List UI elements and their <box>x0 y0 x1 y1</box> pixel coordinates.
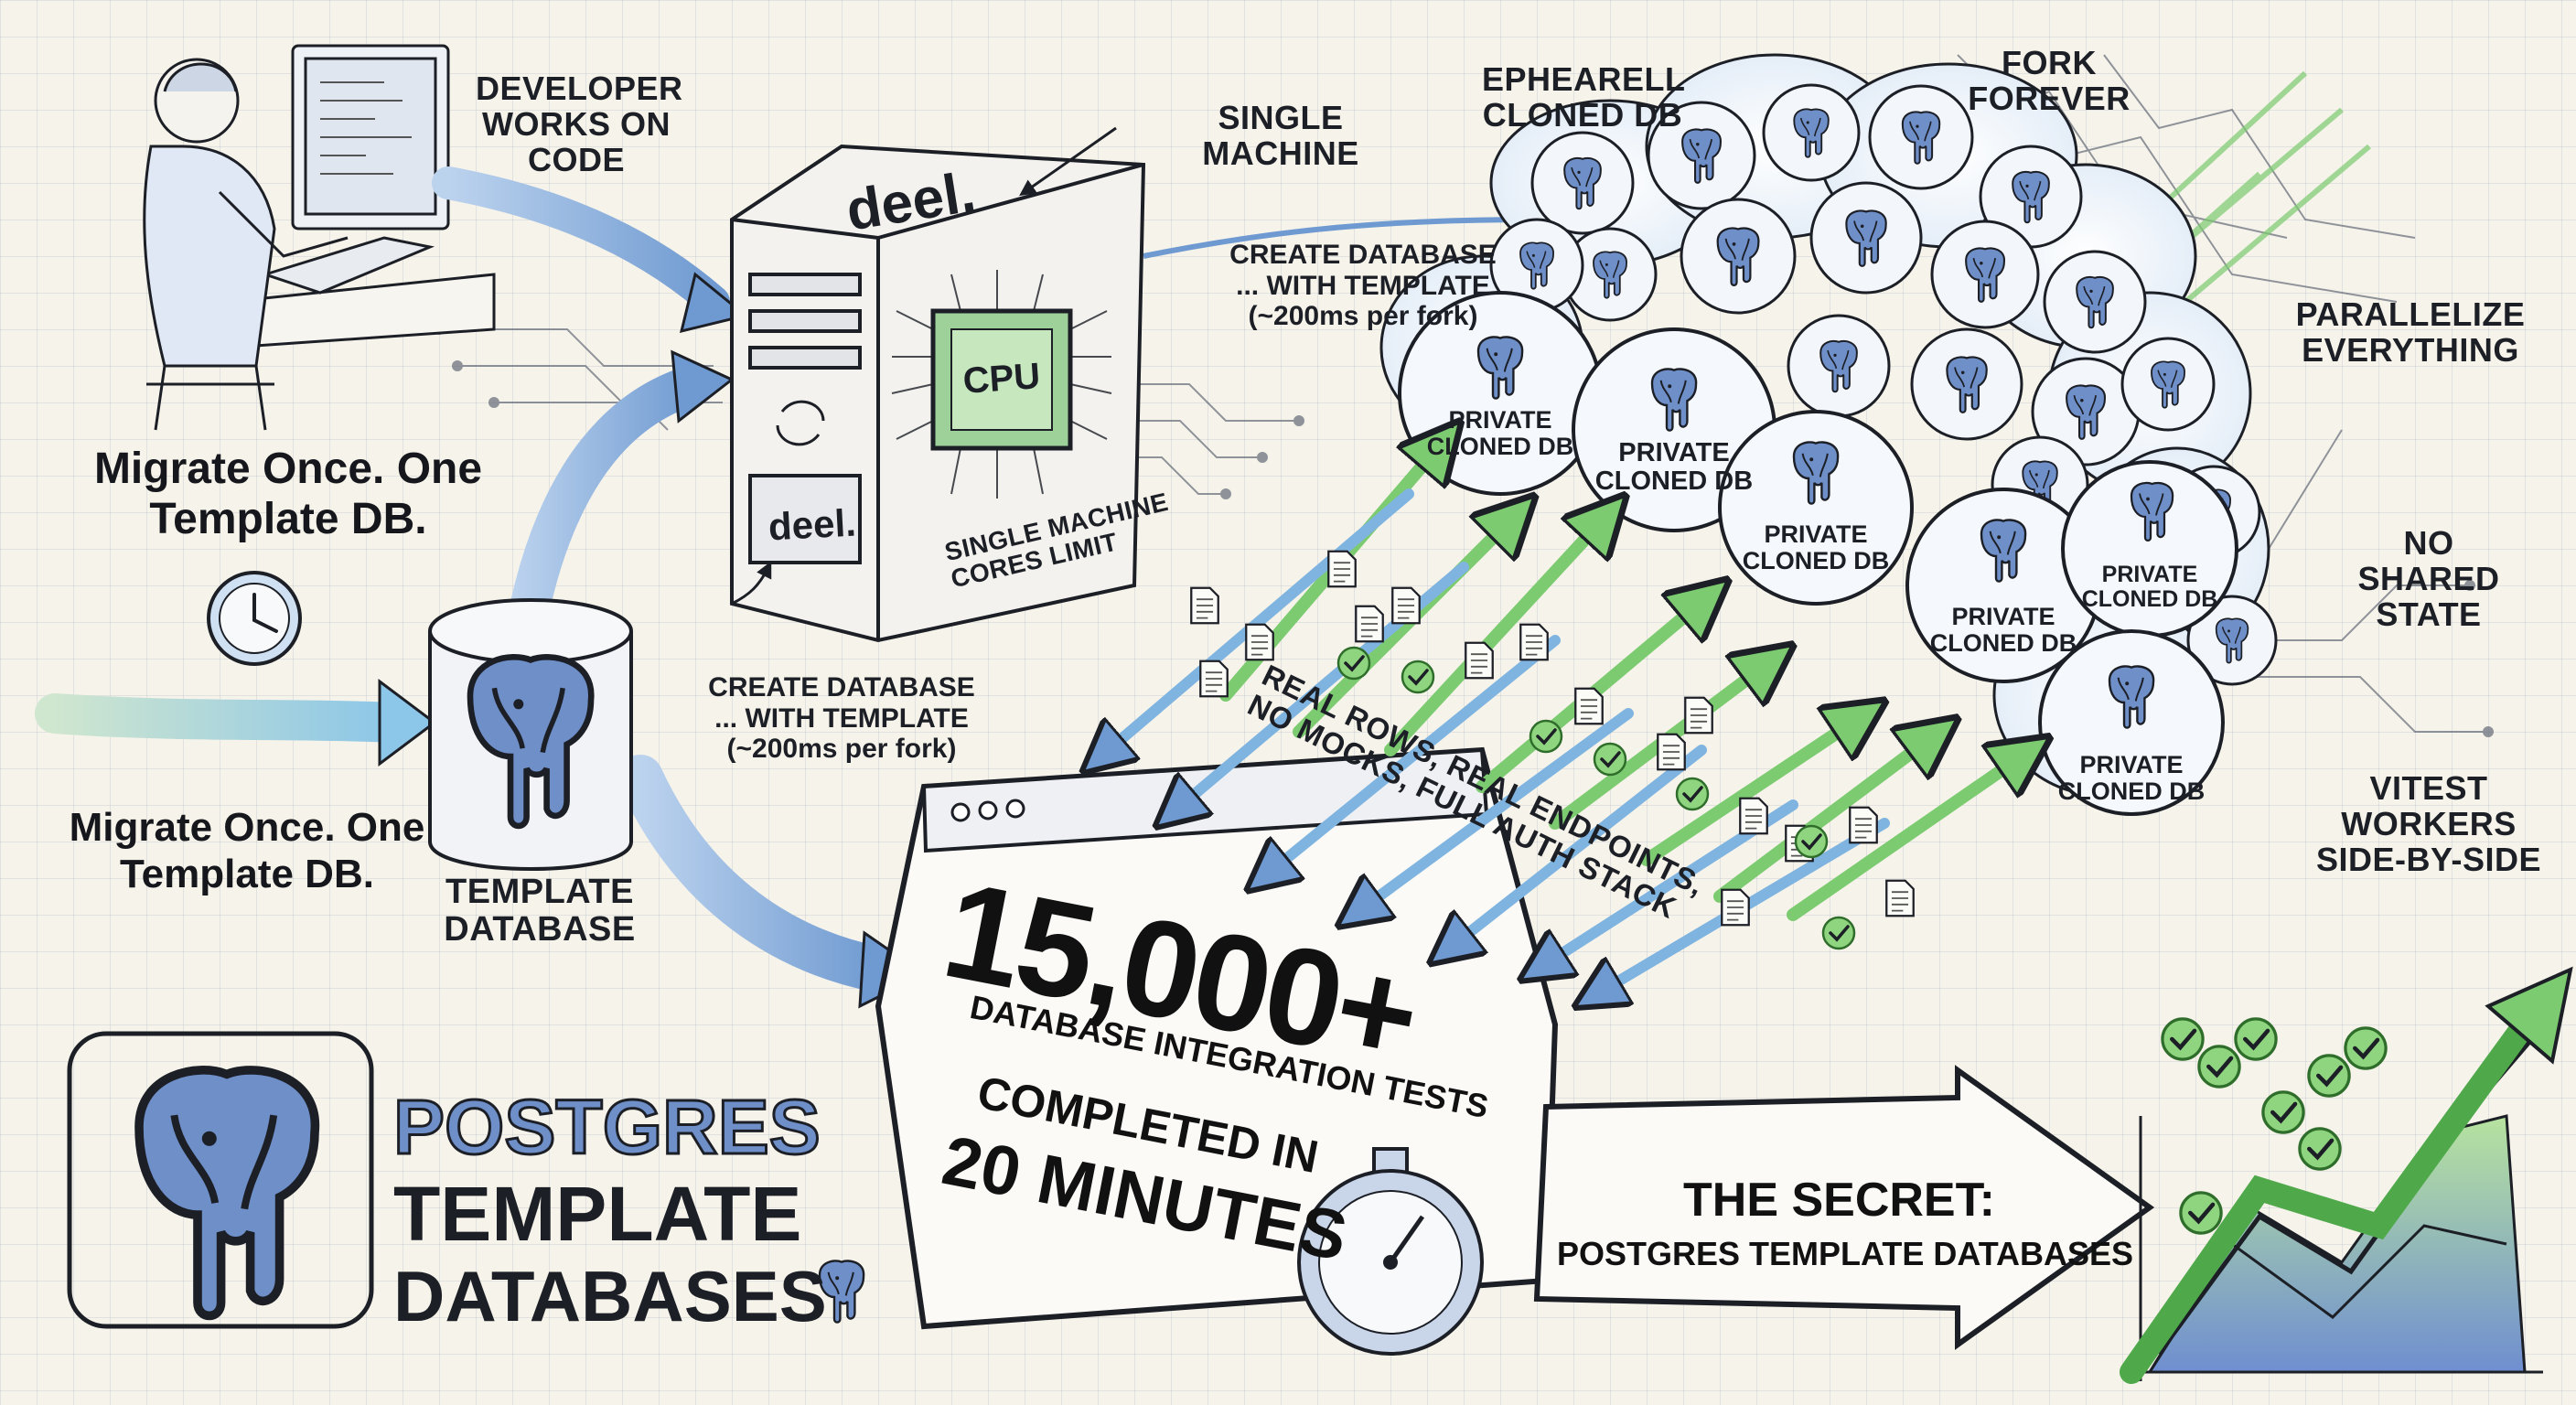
fork-arrow-up <box>1384 512 1610 756</box>
doc-icon <box>1885 879 1915 917</box>
doc-icon <box>1391 586 1421 625</box>
doc-icon <box>1574 687 1604 725</box>
private-db-label: PRIVATE CLONED DB <box>1742 520 1890 575</box>
developer-label: DEVELOPER WORKS ON CODE <box>476 70 683 178</box>
pointer-arrow <box>731 561 772 606</box>
doc-icon <box>1657 733 1686 771</box>
parallelize-label: PARALLELIZE EVERYTHING <box>2295 295 2526 369</box>
secret-title: THE SECRET: <box>1683 1174 1995 1227</box>
private-db-label: PRIVATE CLONED DB <box>2081 562 2218 612</box>
doc-icon <box>1190 586 1219 625</box>
fork-arrow-down <box>1445 745 1707 951</box>
check-icon <box>1675 777 1710 811</box>
elephant-bubbles <box>1489 83 2278 686</box>
cpu-chip-label: CPU <box>961 356 1042 402</box>
migrate-once-lower: Migrate Once. One Template DB. <box>69 805 425 896</box>
doc-icon <box>1684 696 1713 735</box>
no-shared-state-label: NO SHARED STATE <box>2357 524 2500 633</box>
private-db-bubbles <box>1398 291 2238 816</box>
fork-forever-label: FORK FOREVER <box>1968 44 2131 117</box>
doc-icon <box>1739 797 1768 835</box>
fork-arrow-up <box>1787 750 2031 921</box>
check-icon <box>1401 660 1435 694</box>
doc-icon <box>1245 623 1274 661</box>
growth-chart <box>2120 966 2573 1384</box>
check-icon <box>1794 824 1829 859</box>
template-database-label: TEMPLATE DATABASE <box>444 873 636 949</box>
check-icon <box>1529 719 1563 754</box>
pointer-arrow <box>1019 126 1117 197</box>
doc-icon <box>1199 660 1229 698</box>
check-icon <box>2309 1056 2349 1096</box>
single-machine-label: SINGLE MACHINE <box>1202 99 1359 172</box>
check-icon <box>2199 1046 2239 1087</box>
private-db-label: PRIVATE CLONED DB <box>1426 406 1574 461</box>
logo-title-line2: TEMPLATE <box>393 1171 802 1257</box>
fork-arrow-up <box>1713 732 1939 903</box>
private-db-label: PRIVATE CLONED DB <box>1594 438 1754 497</box>
vitest-label: VITEST WORKERS SIDE-BY-SIDE <box>2315 769 2542 878</box>
fork-arrow-up <box>1640 713 1866 866</box>
logo-title-line1: POSTGRES <box>392 1084 822 1170</box>
check-icon <box>2236 1019 2276 1059</box>
check-icon <box>1336 646 1371 681</box>
doc-icon <box>1465 641 1494 680</box>
stopwatch-icon <box>1297 1147 1484 1356</box>
check-icon <box>2181 1193 2221 1233</box>
check-icon <box>1821 916 1856 950</box>
private-db-label: PRIVATE CLONED DB <box>2057 751 2206 806</box>
secret-subtitle: POSTGRES TEMPLATE DATABASES <box>1557 1235 2134 1272</box>
doc-icon <box>1849 806 1878 844</box>
brand-logo-bottom: deel. <box>767 500 857 549</box>
check-icon <box>2300 1129 2340 1169</box>
fork-arrows <box>1098 439 2386 1233</box>
private-db-label: PRIVATE CLONED DB <box>1929 603 2077 658</box>
postgres-logo <box>67 1031 865 1329</box>
clock-icon <box>207 571 302 666</box>
developer-illustration <box>143 44 496 431</box>
fork-arrow-down <box>1354 708 1634 915</box>
fork-arrow-down <box>1262 635 1561 878</box>
secret-arrow <box>1533 1065 2155 1350</box>
doc-icon <box>1327 550 1357 588</box>
check-icon <box>2345 1028 2386 1068</box>
create-db-label-mid: CREATE DATABASE ... WITH TEMPLATE (~200m… <box>708 672 975 765</box>
create-db-label-top: CREATE DATABASE ... WITH TEMPLATE (~200m… <box>1229 240 1497 332</box>
migrate-once-upper: Migrate Once. One Template DB. <box>93 445 483 544</box>
check-icon <box>2263 1092 2303 1132</box>
check-icon <box>1593 742 1627 777</box>
server-tower <box>730 144 1146 643</box>
postgres-elephant-icon <box>139 1070 315 1316</box>
check-icon <box>2163 1019 2203 1059</box>
ephemeral-label: EPHEARELL CLONED DB <box>1482 60 1686 134</box>
logo-title-line3: DATABASES <box>393 1256 827 1336</box>
doc-icon <box>1355 605 1384 643</box>
doc-icon <box>1519 623 1549 661</box>
